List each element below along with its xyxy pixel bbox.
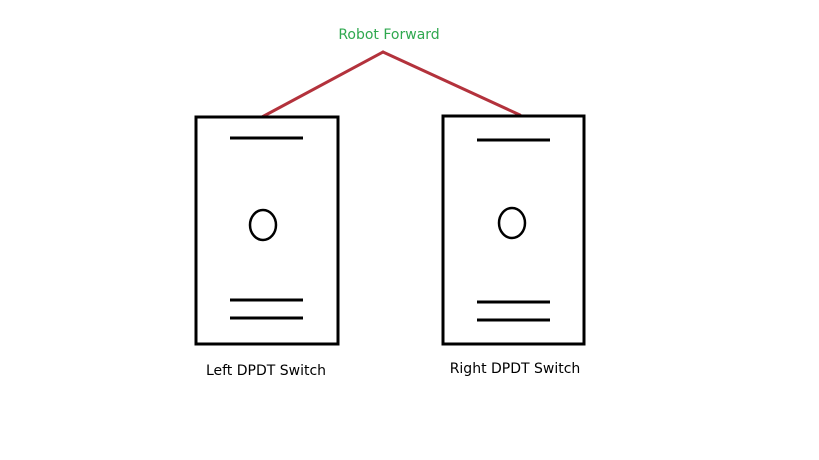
left-dpdt-switch xyxy=(194,115,340,346)
right-dpdt-switch xyxy=(441,114,586,346)
left-switch-caption: Left DPDT Switch xyxy=(206,363,326,379)
right-switch-body xyxy=(441,114,586,346)
left-switch-body xyxy=(194,115,340,346)
left-switch-toggle-pivot xyxy=(248,208,278,242)
robot-forward-label: Robot Forward xyxy=(338,27,439,43)
wire-to-left-switch xyxy=(260,50,385,119)
wire-to-right-switch xyxy=(381,50,522,117)
forward-wires xyxy=(260,50,522,119)
right-switch-caption: Right DPDT Switch xyxy=(450,361,581,377)
right-switch-toggle-pivot xyxy=(497,206,527,240)
